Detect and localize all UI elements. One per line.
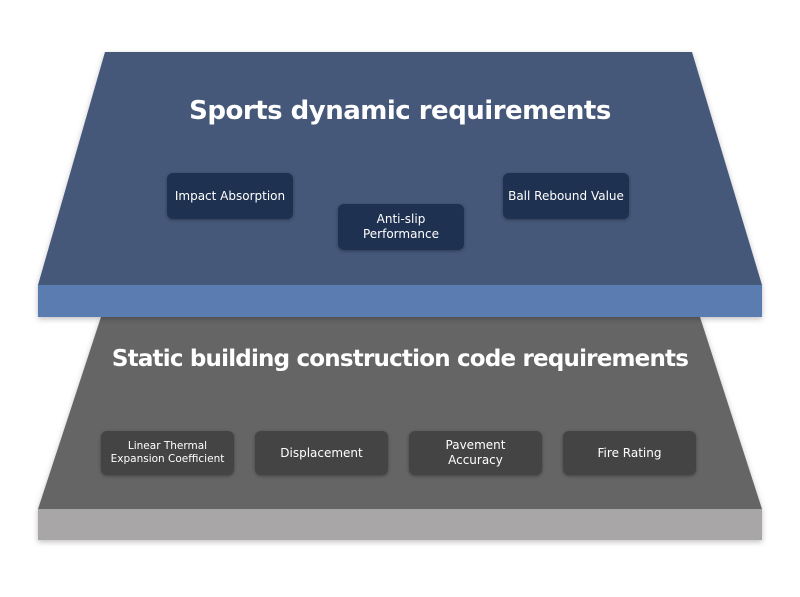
top-layer-title: Sports dynamic requirements	[189, 96, 611, 126]
ball-rebound-value-chip: Ball Rebound Value	[503, 173, 629, 219]
top-layer-face	[38, 52, 762, 285]
displacement-chip: Displacement	[255, 431, 388, 475]
linear-thermal-expansion-chip: Linear Thermal Expansion Coefficient	[101, 431, 234, 475]
top-layer-edge	[38, 285, 762, 317]
bottom-layer-edge	[38, 509, 762, 540]
pavement-accuracy-chip: Pavement Accuracy	[409, 431, 542, 475]
bottom-layer-title: Static building construction code requir…	[111, 346, 689, 372]
top-layer	[38, 52, 762, 317]
fire-rating-chip: Fire Rating	[563, 431, 696, 475]
anti-slip-performance-chip: Anti-slip Performance	[338, 204, 464, 250]
impact-absorption-chip: Impact Absorption	[167, 173, 293, 219]
